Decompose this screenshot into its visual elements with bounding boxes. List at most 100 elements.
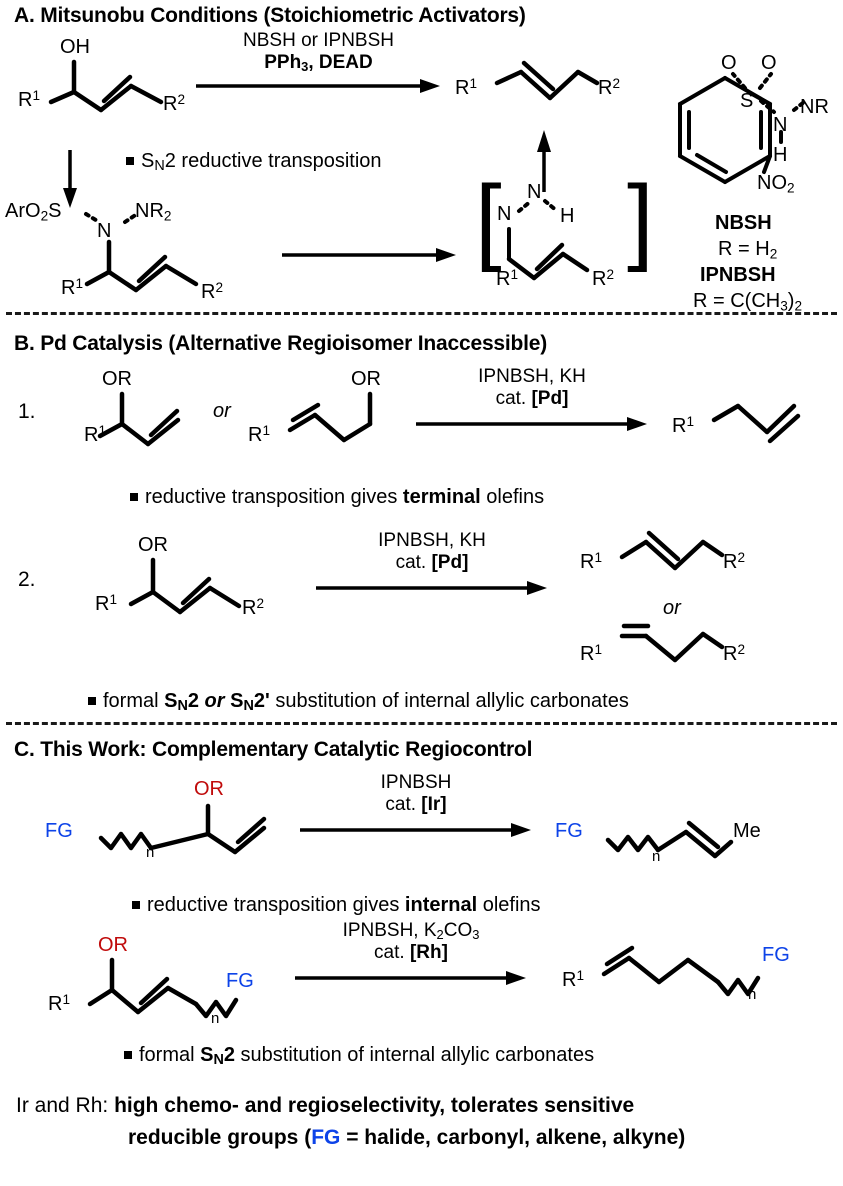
bonds-a-product [494,60,600,101]
divider-b-c [6,722,837,725]
conditions-c1-line1: IPNBSH [380,772,452,793]
entry-b1-number: 1. [18,400,36,423]
arrow-a-down [63,150,77,208]
label-r2: R2 [163,92,186,116]
structure-c2-substrate: OR R1 FG n [48,934,298,1044]
label-c2p-n-sub: n [748,986,757,1003]
label-oh: OH [60,36,90,58]
structure-a-product: R1 R2 [455,50,640,120]
label-b2-or-word: or [663,597,681,619]
label-b1b-or: OR [351,368,381,390]
conditions-a-line1: NBSH or IPNBSH [243,30,394,51]
structure-a-sulfonylhydrazide: ArO2S N NR2 R1 R2 [5,200,260,310]
label-sh-r1: R1 [61,276,84,300]
label-int-n2: N [527,181,542,203]
bullet-square-icon [124,1050,132,1059]
label-s: S [740,90,754,112]
label-aro2s: ArO2S [5,200,62,224]
label-int-r2: R2 [592,267,615,291]
label-c2p-fg: FG [762,944,790,966]
bonds-b1-branched [97,391,181,447]
label-b1-or: OR [102,368,132,390]
section-c-heading: C. This Work: Complementary Catalytic Re… [14,738,533,761]
label-c1-n-sub: n [146,844,155,861]
label-nr2: NR2 [135,200,172,224]
bonds-b1-linear [287,391,373,443]
conditions-b2-line2: cat. [Pd] [395,552,469,573]
bullet-square-icon [88,696,96,705]
bullet-c1: reductive transposition gives internal o… [132,894,541,917]
divider-a-b [6,312,837,315]
label-c1p-me: Me [733,820,761,842]
structure-a-substrate: OH R1 R2 [18,36,218,156]
label-nr: NR [800,96,829,118]
label-product-r2: R2 [598,76,621,100]
label-c2-r1: R1 [48,992,71,1016]
bullet-a-sn2: SN2 reductive transposition [126,150,382,174]
arrow-b2-main [316,581,547,595]
label-c2p-r1: R1 [562,968,585,992]
label-ipnbsh-name: IPNBSH [700,264,776,286]
label-c2-n-sub: n [211,1010,220,1027]
bracket-open: [ [475,166,502,273]
label-n-center: N [97,220,112,242]
label-b1b-r1: R1 [248,423,271,447]
bullet-b1: reductive transposition gives terminal o… [130,486,544,509]
arrow-b1-main [416,417,647,431]
label-no2: NO2 [757,172,795,196]
label-b2p2-r2: R2 [723,642,746,666]
label-c1p-fg: FG [555,820,583,842]
conditions-b1-line2: cat. [Pd] [495,388,569,409]
bonds-nbsh [678,72,806,184]
label-c1-or: OR [194,778,224,800]
structure-b2-substrate: OR R1 R2 [95,534,295,644]
label-int-h: H [560,205,575,227]
label-nbsh-def: R = H2 [718,238,778,262]
label-r1: R1 [18,88,41,112]
label-b1-r1: R1 [84,423,107,447]
structure-b1-substrate-linear: OR R1 [248,368,388,468]
label-product-r1: R1 [455,76,478,100]
reaction-arrow-c1: IPNBSH cat. [Ir] [300,772,532,838]
arrow-a-main [196,79,440,94]
conditions-b2-line1: IPNBSH, KH [378,530,486,551]
structure-b2-product-1: R1 R2 [580,520,765,590]
label-ipnbsh-def: R = C(CH3)2 [693,290,803,314]
structure-a-intermediate: [ ] N N H R1 R2 [475,166,655,305]
label-c1p-n-sub: n [652,848,661,865]
label-n: N [773,114,788,136]
label-nbsh-name: NBSH [715,212,772,234]
bullet-square-icon [130,492,138,501]
label-b2-or: OR [138,534,168,556]
label-b1-product-r1: R1 [672,414,695,438]
section-b-heading: B. Pd Catalysis (Alternative Regioisomer… [14,332,548,355]
conditions-c2-line1: IPNBSH, K2CO3 [342,920,480,943]
label-int-r1: R1 [496,267,519,291]
bullet-square-icon [132,900,140,909]
label-b2p1-r1: R1 [580,550,603,574]
label-sh-r2: R2 [201,280,224,304]
label-b2-r1: R1 [95,592,118,616]
bullet-c2: formal SN2 substitution of internal ally… [124,1044,594,1068]
arrow-a-lower [282,248,456,262]
label-b2-r2: R2 [242,596,265,620]
bonds-b1-product [711,403,801,444]
label-c2-fg: FG [226,970,254,992]
label-o-left: O [721,52,737,74]
bonds-c2-product [601,945,761,997]
conditions-c2-line2: cat. [Rh] [374,942,448,964]
structure-nbsh-reagent: O O S N H NR NO2 [660,52,840,313]
conditions-c1-line2: cat. [Ir] [385,794,447,815]
bonds-c2-substrate [87,957,239,1019]
bracket-close: ] [627,166,654,273]
bullet-square-icon [126,156,134,165]
summary-line-1: Ir and Rh: high chemo- and regioselectiv… [16,1094,635,1117]
section-a-heading: A. Mitsunobu Conditions (Stoichiometric … [14,4,526,27]
bonds-c1-product [605,820,734,859]
label-h: H [773,144,788,166]
arrow-c1-main [300,823,531,837]
label-c2-or: OR [98,934,128,956]
reaction-arrow-b1: IPNBSH, KH cat. [Pd] [416,366,648,432]
bonds-a-sulfonylhydrazide [84,212,199,293]
